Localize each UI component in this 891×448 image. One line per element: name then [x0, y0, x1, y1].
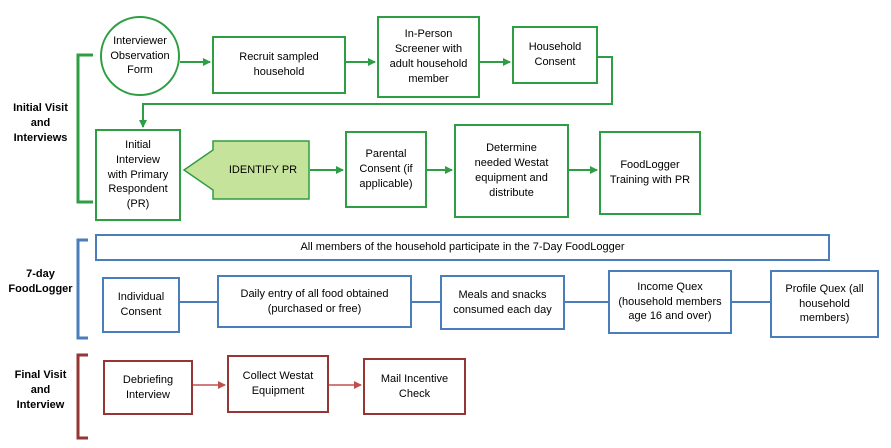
observation-form-node: Interviewer Observation Form [100, 16, 180, 96]
training-node: FoodLogger Training with PR [599, 131, 701, 215]
daily-entry-node: Daily entry of all food obtained (purcha… [217, 275, 412, 328]
parental-consent-node: Parental Consent (if applicable) [345, 131, 427, 208]
recruit-household-node: Recruit sampled household [212, 36, 346, 94]
initial-bracket [76, 53, 93, 204]
identify-pr-label: IDENTIFY PR [228, 163, 298, 176]
collect-equipment-node: Collect Westat Equipment [227, 355, 329, 413]
section-label-final: Final Visit and Interview [14, 369, 67, 411]
meals-snacks-node: Meals and snacks consumed each day [440, 275, 565, 330]
final-bracket [76, 353, 88, 440]
household-consent-node: Household Consent [512, 26, 598, 84]
individual-consent-node: Individual Consent [102, 277, 180, 333]
foodlogger-bracket [76, 238, 88, 340]
screener-node: In-Person Screener with adult household … [377, 16, 480, 98]
mail-incentive-node: Mail Incentive Check [363, 358, 466, 415]
initial-interview-node: Initial Interview with Primary Responden… [95, 129, 181, 221]
income-quex-node: Income Quex (household members age 16 an… [608, 270, 732, 334]
section-label-initial: Initial Visit and Interviews [13, 102, 68, 144]
debriefing-node: Debriefing Interview [103, 360, 193, 415]
foodlogger-banner: All members of the household participate… [95, 234, 830, 261]
identify-pr-arrow-shape [182, 140, 310, 200]
section-label-foodlogger: 7-day FoodLogger [8, 268, 73, 295]
arrow-consent-to-initial-interview [139, 56, 613, 128]
equipment-node: Determine needed Westat equipment and di… [454, 124, 569, 218]
profile-quex-node: Profile Quex (all household members) [770, 270, 879, 338]
